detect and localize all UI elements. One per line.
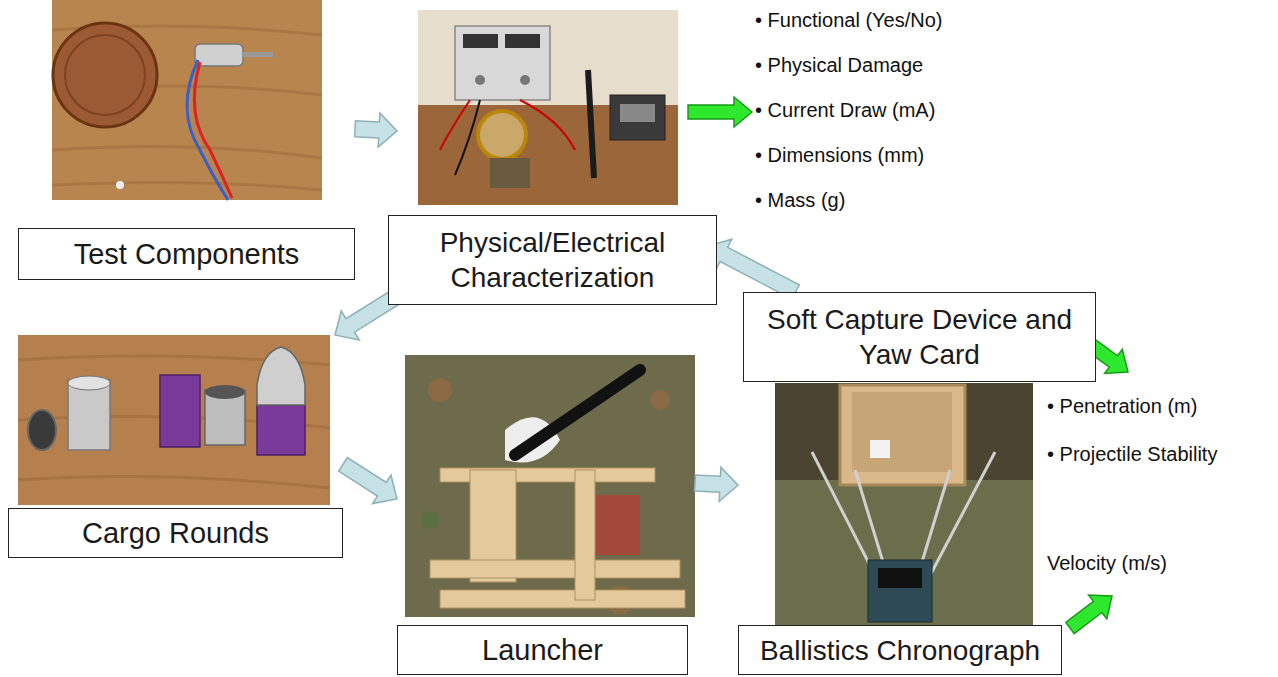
node-caption: Soft Capture Device and Yaw Card — [744, 302, 1095, 372]
cargo-rounds-node: Cargo Rounds — [8, 335, 343, 558]
chronograph-photo — [775, 383, 1033, 625]
node-caption: Ballistics Chronograph — [760, 633, 1040, 668]
flow-arrow — [355, 113, 397, 147]
flow-arrow — [708, 239, 799, 299]
caption-box: Physical/Electrical Characterization — [388, 215, 717, 305]
node-caption: Launcher — [482, 632, 603, 668]
output-arrow — [688, 97, 752, 127]
output-label: • Penetration (m) — [1047, 394, 1197, 418]
node-caption: Physical/Electrical Characterization — [389, 225, 716, 295]
output-label: • Projectile Stability — [1047, 442, 1217, 466]
flow-arrow — [339, 458, 397, 504]
test-components-photo — [52, 0, 322, 200]
flow-arrow — [695, 467, 738, 501]
output-label: • Functional (Yes/No) — [755, 8, 942, 32]
output-label: • Dimensions (mm) — [755, 143, 924, 167]
output-label: • Physical Damage — [755, 53, 923, 77]
output-label: • Mass (g) — [755, 188, 845, 212]
output-arrow — [1066, 595, 1112, 634]
caption-box: Soft Capture Device and Yaw Card — [743, 292, 1096, 382]
cargo-rounds-photo — [18, 335, 330, 505]
output-label: • Current Draw (mA) — [755, 98, 935, 122]
launcher-node: Launcher — [397, 355, 695, 675]
caption-box: Ballistics Chronograph — [738, 625, 1062, 675]
node-caption: Cargo Rounds — [82, 515, 269, 551]
node-caption: Test Components — [74, 236, 300, 272]
caption-box: Test Components — [18, 228, 355, 280]
caption-box: Cargo Rounds — [8, 508, 343, 558]
test-components-node: Test Components — [18, 0, 355, 280]
characterization-node: Physical/Electrical Characterization — [397, 10, 708, 305]
chronograph-node: Ballistics Chronograph — [738, 383, 1062, 675]
launcher-photo — [405, 355, 695, 617]
soft-capture-node: Soft Capture Device and Yaw Card — [752, 292, 1087, 382]
caption-box: Launcher — [397, 625, 688, 675]
output-label: Velocity (m/s) — [1047, 551, 1167, 575]
characterization-photo — [418, 10, 678, 205]
